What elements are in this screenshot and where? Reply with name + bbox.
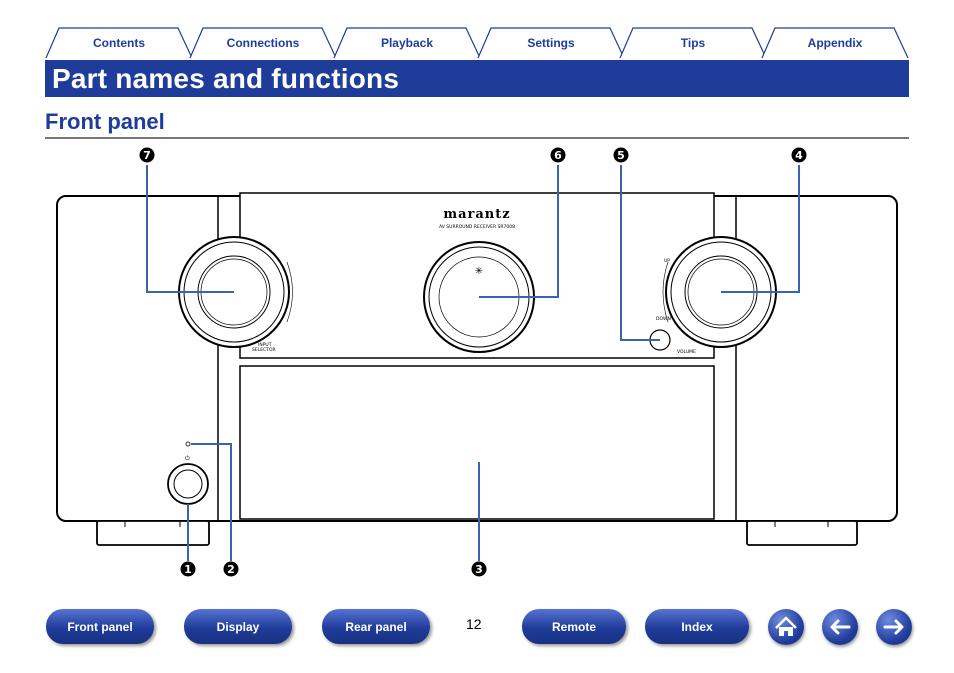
- left-foot: [96, 520, 210, 546]
- callout-5: 5: [613, 147, 629, 163]
- tab-label: Contents: [93, 36, 145, 50]
- svg-text:4: 4: [795, 149, 803, 162]
- power-indicator: [185, 441, 191, 447]
- tab-label: Tips: [680, 36, 706, 50]
- front-panel-button[interactable]: Front panel: [46, 609, 154, 644]
- tab-connections[interactable]: Connections: [189, 27, 337, 59]
- tab-label: Connections: [226, 36, 300, 50]
- down-label: DOWN: [656, 316, 671, 322]
- remote-button[interactable]: Remote: [522, 609, 626, 644]
- tab-label: Playback: [380, 36, 434, 50]
- section-title: Front panel: [45, 109, 165, 134]
- callout-4: 4: [791, 147, 807, 163]
- front-door: [239, 365, 715, 520]
- callout-6: 6: [550, 147, 566, 163]
- right-foot: [746, 520, 858, 546]
- up-label: UP: [664, 258, 670, 264]
- svg-text:3: 3: [475, 563, 483, 576]
- svg-text:5: 5: [617, 149, 625, 162]
- front-panel-illustration: marantz AV SURROUND RECEIVER SR7008 INPU…: [56, 147, 898, 577]
- callout-lines: [146, 165, 800, 561]
- tab-tips[interactable]: Tips: [619, 27, 767, 59]
- tab-shape: [477, 27, 625, 59]
- tab-shape: [45, 27, 193, 59]
- volume-label: VOLUME: [677, 349, 696, 355]
- arrow-left-icon: [830, 619, 851, 635]
- forward-button[interactable]: [876, 609, 912, 645]
- page-number: 12: [466, 616, 482, 632]
- home-icon: [775, 616, 797, 636]
- callout-7: 7: [139, 147, 155, 163]
- tab-settings[interactable]: Settings: [477, 27, 625, 59]
- tab-label: Settings: [527, 36, 575, 50]
- tab-label: Appendix: [807, 36, 863, 50]
- tab-contents[interactable]: Contents: [45, 27, 193, 59]
- tab-shape: [619, 27, 767, 59]
- display-button[interactable]: Display: [184, 609, 292, 644]
- tab-shape: [761, 27, 909, 59]
- arrow-right-icon: [883, 619, 904, 635]
- callout-1: 1: [180, 561, 196, 577]
- tab-shape: [333, 27, 481, 59]
- power-button[interactable]: [167, 463, 209, 505]
- rear-panel-button[interactable]: Rear panel: [322, 609, 430, 644]
- tab-shape: [189, 27, 337, 59]
- tab-appendix[interactable]: Appendix: [761, 27, 909, 59]
- svg-text:✳: ✳: [475, 266, 483, 277]
- home-button[interactable]: [768, 609, 804, 645]
- section-divider: [45, 137, 909, 139]
- svg-text:6: 6: [554, 149, 562, 162]
- svg-text:7: 7: [143, 149, 151, 162]
- tab-playback[interactable]: Playback: [333, 27, 481, 59]
- page-title-bar: Part names and functions: [45, 60, 909, 97]
- power-symbol-icon: ⏻: [185, 455, 190, 462]
- chapter-tabs: Contents Connections Playback Settings T…: [45, 27, 909, 59]
- back-button[interactable]: [822, 609, 858, 645]
- brand-logo: marantz: [443, 207, 510, 222]
- index-button[interactable]: Index: [645, 609, 749, 644]
- svg-text:1: 1: [184, 563, 192, 576]
- callout-3: 3: [471, 561, 487, 577]
- svg-text:2: 2: [227, 563, 235, 576]
- page-title: Part names and functions: [52, 63, 400, 94]
- model-label: AV SURROUND RECEIVER SR7008: [439, 224, 515, 230]
- callout-2: 2: [223, 561, 239, 577]
